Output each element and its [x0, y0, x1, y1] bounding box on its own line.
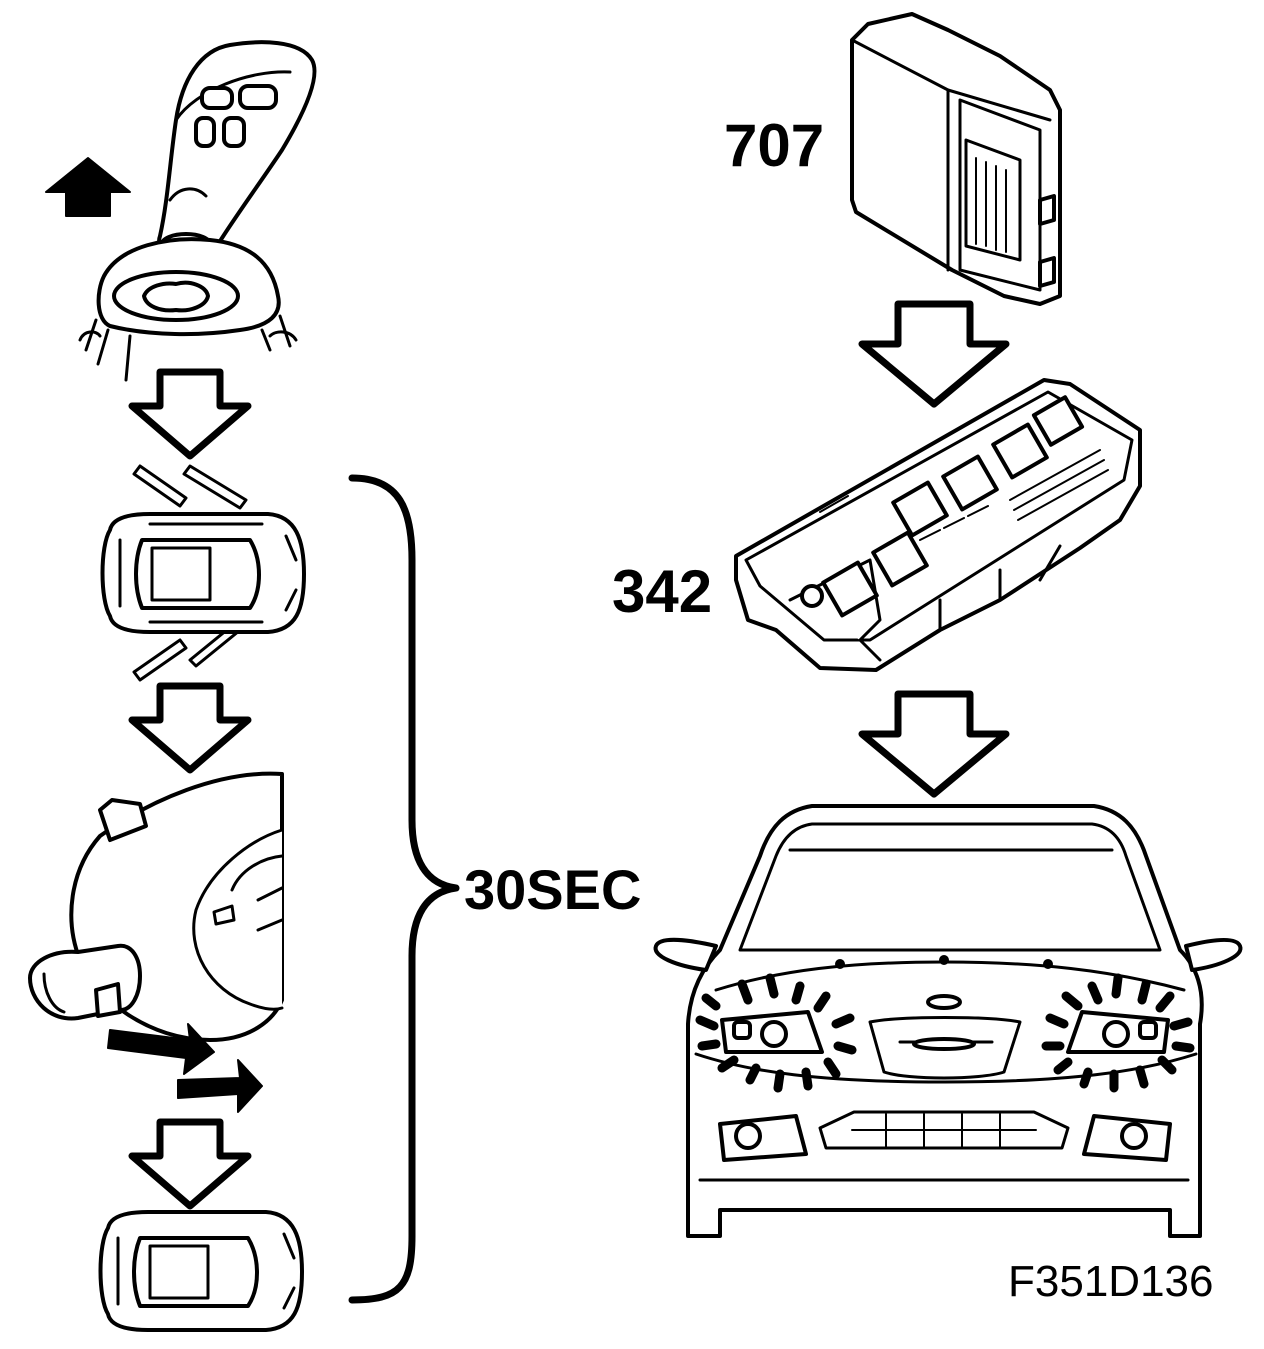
down-arrow-icon: [132, 686, 248, 770]
car-top-view-icon: [100, 512, 306, 634]
car-top-view-icon: [98, 1210, 304, 1332]
down-arrow-icon: [862, 694, 1006, 794]
down-arrow-icon: [132, 372, 248, 456]
car-front-view-icon: [653, 804, 1243, 1238]
headlamp-flash-icon: [695, 973, 1195, 1093]
control-module-icon: [850, 12, 1062, 306]
ignition-lock-icon: [78, 237, 298, 382]
up-arrow-icon: [45, 157, 131, 217]
steering-column-stalk-icon: [28, 771, 284, 1113]
down-arrow-icon: [862, 304, 1006, 404]
figure-id-label: F351D136: [1008, 1257, 1214, 1306]
module-342-label: 342: [612, 558, 713, 625]
curly-brace-icon: [348, 474, 460, 1304]
fuse-relay-box-icon: [734, 378, 1142, 672]
down-arrow-icon: [132, 1122, 248, 1206]
module-707-label: 707: [724, 112, 825, 179]
key-fob-icon: [157, 40, 317, 260]
duration-label: 30SEC: [464, 858, 642, 921]
